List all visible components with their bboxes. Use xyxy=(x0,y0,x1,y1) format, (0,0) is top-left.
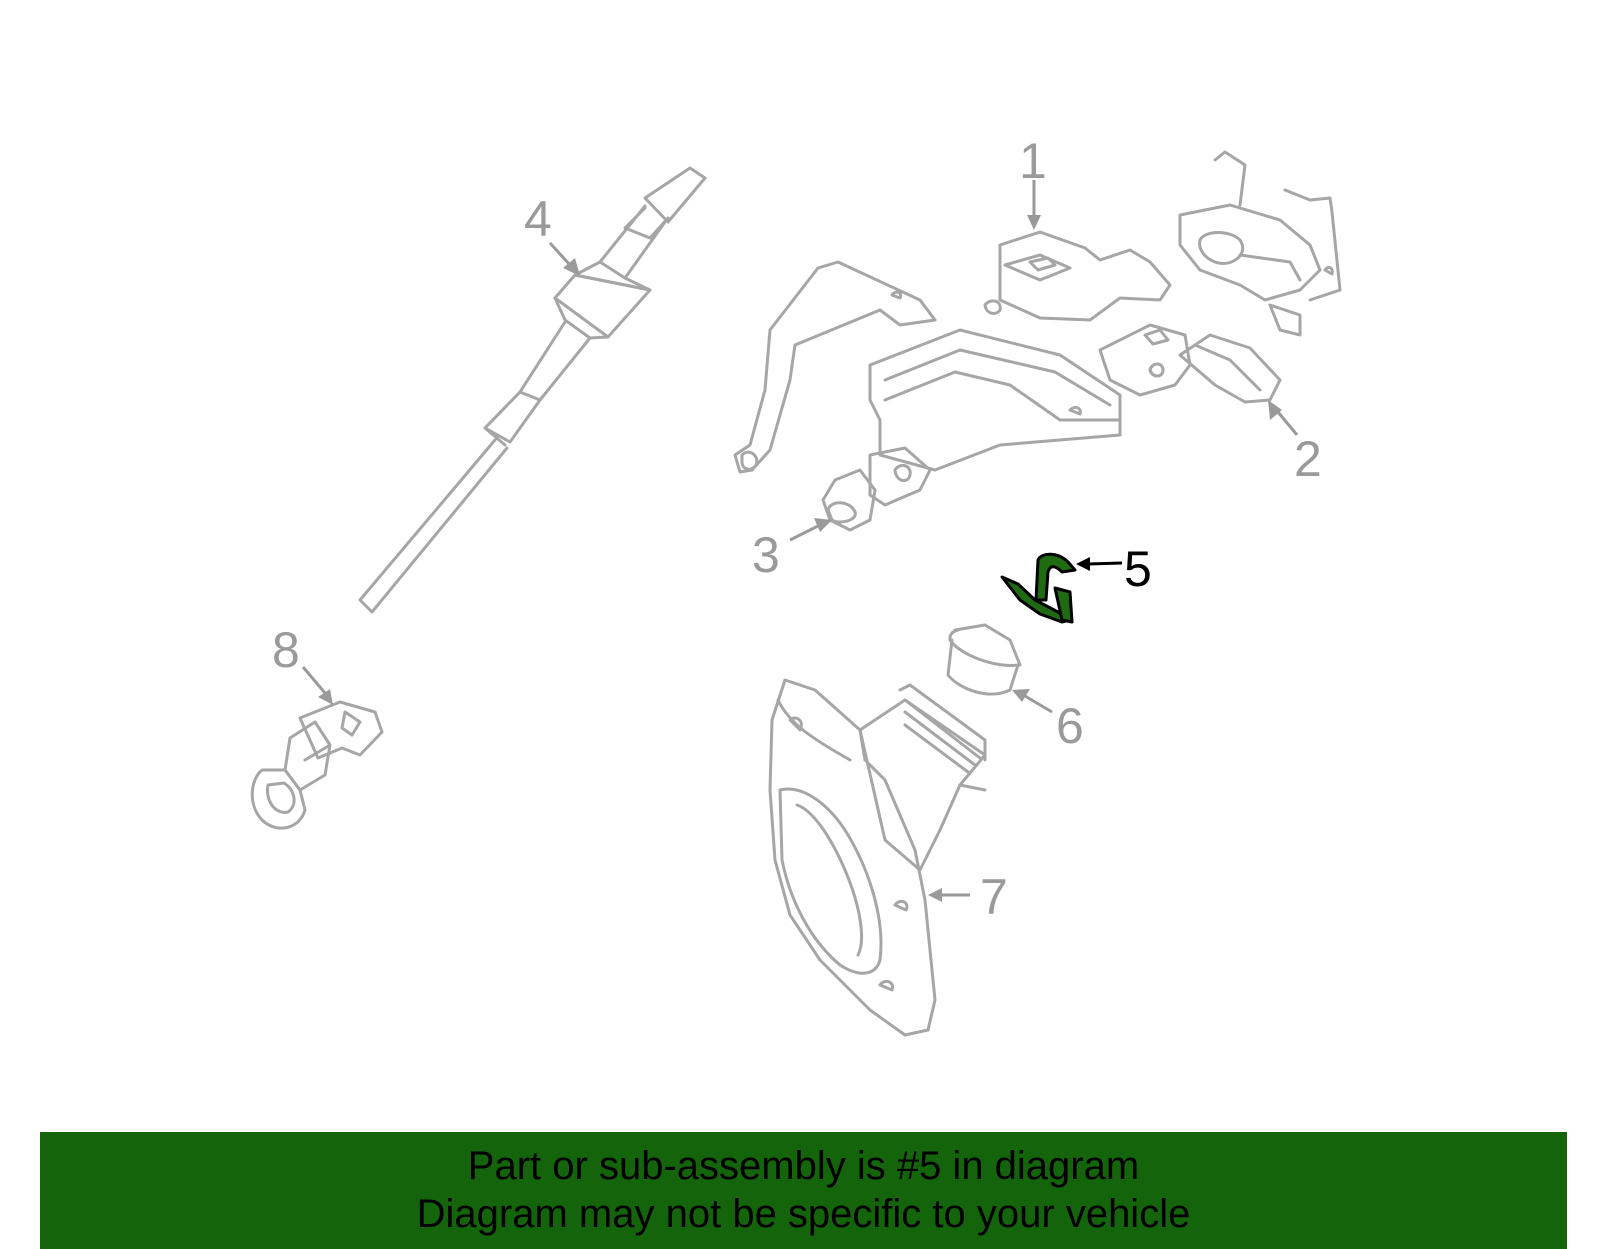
part-7-boot-cover xyxy=(768,678,987,1037)
callout-numbers: 1 2 3 4 5 6 7 8 xyxy=(272,133,1322,925)
callout-7: 7 xyxy=(980,869,1008,925)
callout-3: 3 xyxy=(752,527,780,583)
banner-line-disclaimer: Diagram may not be specific to your vehi… xyxy=(416,1192,1191,1236)
callout-2: 2 xyxy=(1294,431,1322,487)
info-banner: Part or sub-assembly is #5 in diagram Di… xyxy=(40,1132,1567,1249)
part-6-bushing xyxy=(946,623,1022,696)
part-8-universal-joint xyxy=(250,700,384,830)
part-1-steering-column xyxy=(733,150,1342,532)
callout-5: 5 xyxy=(1124,541,1152,597)
callout-6: 6 xyxy=(1056,698,1084,754)
callout-8: 8 xyxy=(272,622,300,678)
part-4-intermediate-shaft xyxy=(358,166,707,614)
banner-line-part-info: Part or sub-assembly is #5 in diagram xyxy=(467,1144,1140,1188)
leader-lines xyxy=(301,180,1299,902)
callout-1: 1 xyxy=(1019,133,1047,189)
callout-4: 4 xyxy=(524,191,552,247)
part-5-clip-highlighted xyxy=(1000,552,1077,624)
